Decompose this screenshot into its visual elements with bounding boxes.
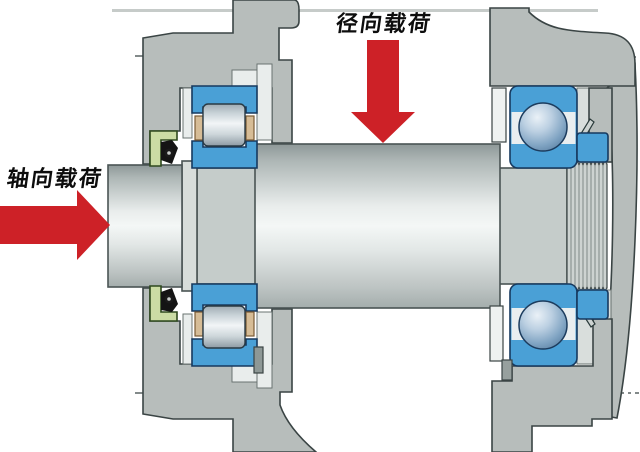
frame-line-top [112, 9, 598, 12]
abutment-spacers [253, 87, 513, 381]
axial-load-label: 轴向载荷 [5, 166, 104, 191]
ball-bearing-top [509, 85, 578, 169]
spacer-strip [182, 87, 193, 139]
arrow-head [351, 112, 415, 143]
radial-shaft-seal-bottom [149, 285, 178, 322]
shaft [107, 143, 568, 309]
lock-nut [576, 289, 609, 320]
roller-cage [245, 115, 255, 141]
arrow-shaft [0, 206, 77, 244]
axial-load-label-group: 轴向载荷 [5, 166, 104, 191]
housing-flange-left [142, 0, 318, 452]
thread-lines [570, 166, 604, 286]
spacer-strip [231, 69, 258, 87]
cylindrical-roller-bearing-top [191, 85, 258, 169]
spacer-block [501, 359, 513, 381]
cylindrical-roller-bearing-bottom [191, 283, 258, 367]
arrow-head [77, 190, 110, 260]
seal-body [149, 130, 178, 167]
arrow-shaft [367, 40, 399, 114]
radial-load-label-group: 径向载荷 [334, 11, 433, 36]
ball-bearing-bottom [509, 283, 578, 367]
housing-left-spacers [182, 63, 273, 389]
roller-cage [194, 115, 204, 141]
shaft-main-section [254, 143, 501, 309]
inner-ring [191, 140, 258, 169]
spacer-ring [489, 305, 504, 362]
garter-spring-center [167, 151, 171, 155]
threaded-shaft-end [566, 158, 608, 294]
spacer-strip [182, 313, 193, 365]
spacer-strip [231, 365, 258, 383]
spacer-ring [491, 87, 507, 143]
roller [202, 103, 246, 147]
ball [518, 300, 568, 350]
shaft-spacer-ring [181, 160, 198, 292]
lock-nut [576, 132, 609, 163]
seal-body [149, 285, 178, 322]
spacer-strip [256, 63, 273, 141]
axial-load-arrow [0, 190, 110, 260]
radial-load-arrow [351, 40, 415, 143]
ball [518, 102, 568, 152]
lock-nut-bottom [576, 289, 609, 328]
shaft-left-end [107, 164, 183, 288]
radial-load-label: 径向载荷 [334, 11, 433, 36]
lock-nut-top [576, 118, 609, 163]
roller-cage [194, 311, 204, 337]
roller [202, 305, 246, 349]
roller-cage [245, 311, 255, 337]
housing-right-top-block [489, 7, 636, 87]
spacer-block [253, 346, 264, 374]
radial-shaft-seal-top [149, 130, 178, 167]
inner-ring [191, 283, 258, 312]
housing-right-bottom-block [491, 318, 613, 452]
garter-spring-center [167, 297, 171, 301]
